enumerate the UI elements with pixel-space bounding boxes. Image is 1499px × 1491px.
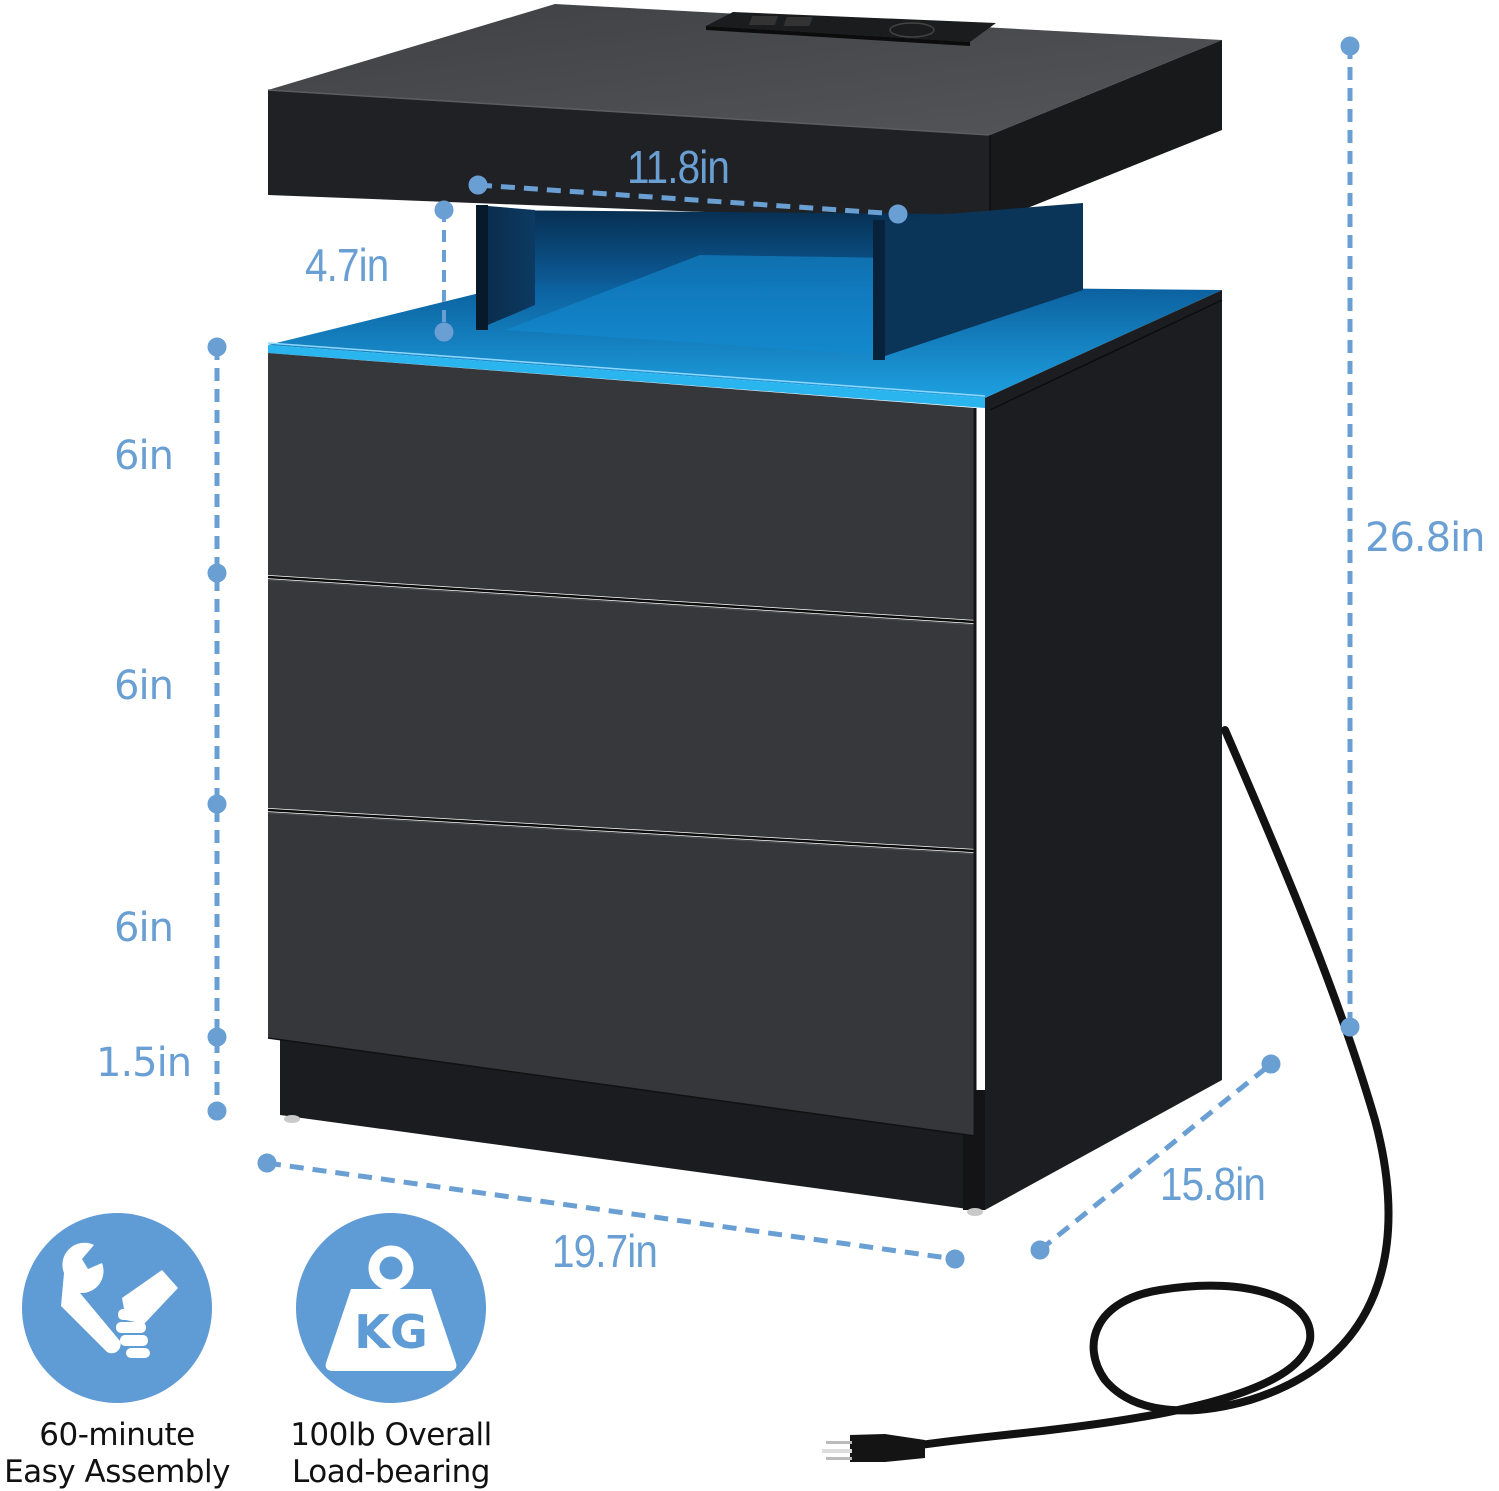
label-depth: 15.8in <box>1160 1158 1266 1210</box>
badge-circle <box>22 1213 212 1403</box>
dim-shelf-width-line <box>468 175 908 224</box>
control-panel <box>706 12 996 46</box>
feature-line-1: 60-minute <box>39 1417 195 1453</box>
label-drawer-2-height: 6in <box>114 663 174 709</box>
power-cord <box>822 726 1393 1462</box>
feature-line-2: Load-bearing <box>292 1454 490 1490</box>
drawer-middle <box>268 579 975 849</box>
top-board <box>267 4 1222 223</box>
drawer-top <box>268 353 975 620</box>
feature-caption: 100lb Overall Load-bearing <box>261 1417 521 1491</box>
feature-caption: 60-minute Easy Assembly <box>0 1417 247 1491</box>
power-plug <box>822 1434 925 1462</box>
dim-depth-line <box>1030 1054 1281 1260</box>
kg-text: KG <box>354 1305 427 1359</box>
label-shelf-width: 11.8in <box>627 141 730 193</box>
dim-shelf-height-line <box>434 200 454 342</box>
dim-width-line <box>257 1153 965 1269</box>
label-width: 19.7in <box>552 1225 658 1277</box>
feature-load-bearing: KG 100lb Overall Load-bearing <box>261 1213 521 1491</box>
badge-circle: KG <box>296 1213 486 1403</box>
dim-total-height-line <box>1340 36 1360 1037</box>
dim-left-height-line <box>207 337 227 1121</box>
feature-line-2: Easy Assembly <box>4 1454 230 1490</box>
feature-easy-assembly: 60-minute Easy Assembly <box>0 1213 247 1491</box>
cabinet-body <box>267 290 1223 1216</box>
led-open-shelf <box>267 203 1222 408</box>
label-drawer-1-height: 6in <box>114 433 174 479</box>
drawer-bottom <box>268 812 975 1136</box>
wrench-hand-icon <box>61 1242 178 1358</box>
dimension-lines <box>207 36 1360 1269</box>
label-total-height: 26.8in <box>1365 515 1486 561</box>
label-shelf-height: 4.7in <box>305 239 389 291</box>
kg-weight-icon: KG <box>325 1245 457 1371</box>
label-base-height: 1.5in <box>96 1040 192 1086</box>
label-drawer-3-height: 6in <box>114 905 174 951</box>
feature-line-1: 100lb Overall <box>290 1417 492 1453</box>
